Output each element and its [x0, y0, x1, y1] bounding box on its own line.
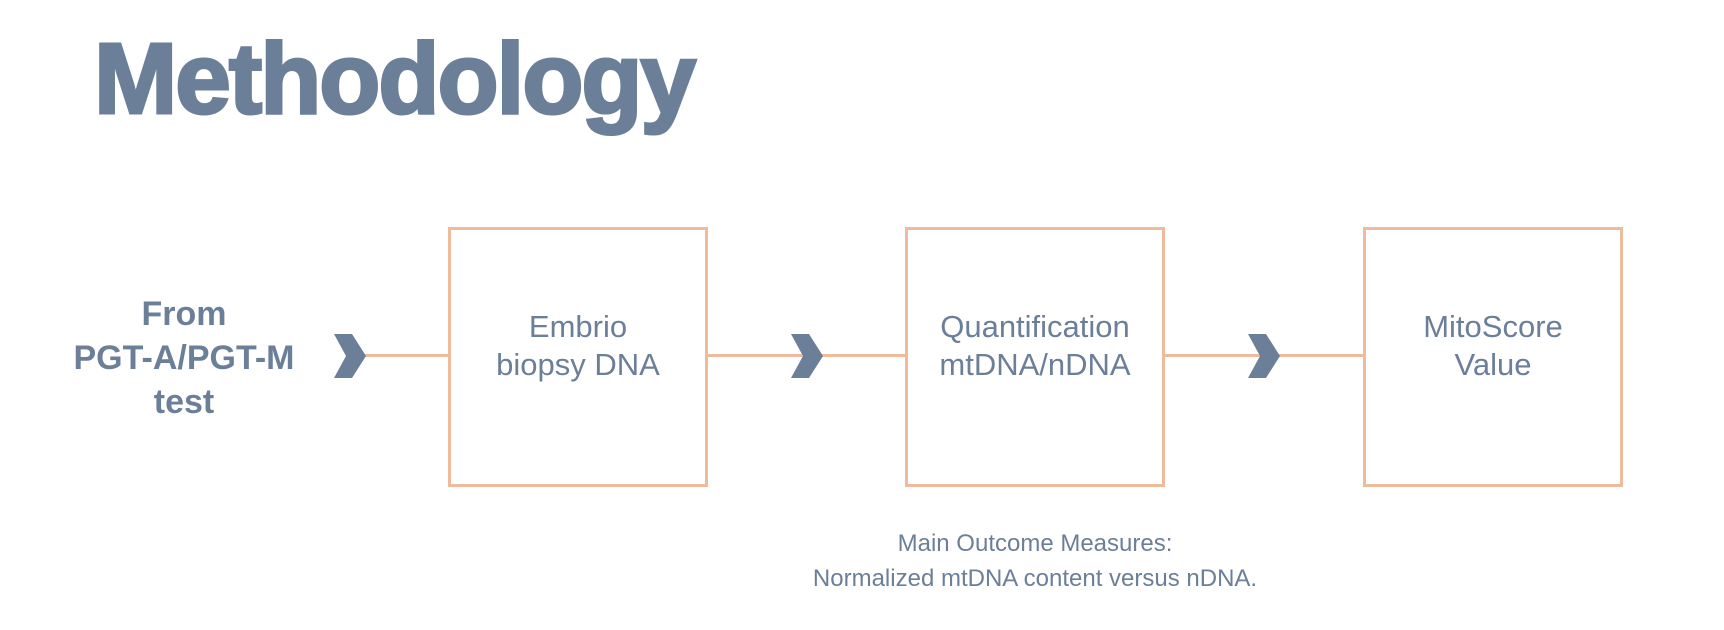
chevron-right-icon: [334, 334, 366, 378]
step-label-line: Value: [1454, 347, 1532, 382]
step-label-line: MitoScore: [1423, 309, 1563, 344]
step-label: MitoScore Value: [1366, 308, 1620, 384]
chevron-right-icon: [791, 334, 823, 378]
step-label: Embrio biopsy DNA: [451, 308, 705, 384]
source-label: From PGT-A/PGT-M test: [44, 292, 324, 424]
step-label-line: Quantification: [940, 309, 1130, 344]
step-label-line: mtDNA/nDNA: [939, 347, 1131, 382]
step-label-line: Embrio: [528, 309, 628, 344]
outcome-line-2: Normalized mtDNA content versus nDNA.: [812, 565, 1258, 592]
step-label: Quantification mtDNA/nDNA: [908, 308, 1162, 384]
source-line-3: test: [153, 383, 215, 421]
page-title: Methodology: [92, 22, 697, 137]
step-box-embryo-biopsy: Embrio biopsy DNA: [448, 227, 708, 487]
chevron-right-icon: [1248, 334, 1280, 378]
step-box-mitoscore: MitoScore Value: [1363, 227, 1623, 487]
connector-line: [350, 354, 450, 357]
step-label-line: biopsy DNA: [496, 347, 660, 382]
outcome-caption: Main Outcome Measures: Normalized mtDNA …: [735, 526, 1335, 596]
source-line-2: PGT-A/PGT-M: [73, 339, 295, 377]
step-box-quantification: Quantification mtDNA/nDNA: [905, 227, 1165, 487]
source-line-1: From: [141, 295, 227, 333]
outcome-line-1: Main Outcome Measures:: [897, 530, 1173, 557]
